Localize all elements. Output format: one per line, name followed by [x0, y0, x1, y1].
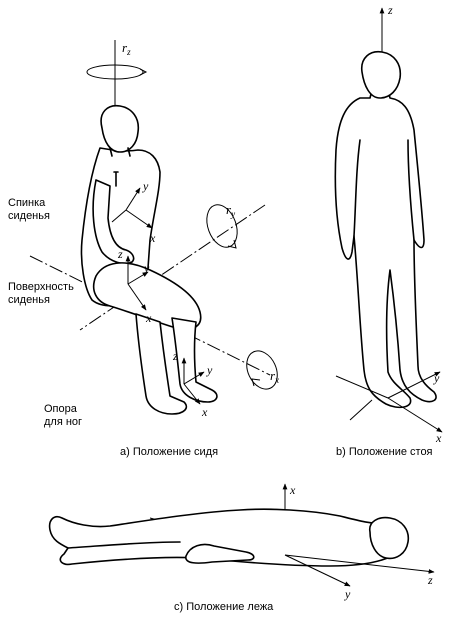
lying-figure: [48, 508, 410, 567]
sitting-arm: [92, 179, 135, 265]
ry-rotation-arrowhead: [227, 239, 237, 249]
lying-caption: c) Положение лежа: [174, 601, 274, 613]
sitting-chest-mark: [113, 171, 119, 187]
seat-x-label: x: [145, 311, 152, 325]
lying-leg-line: [67, 541, 181, 549]
panel-standing: z y x b) Положение стоя: [334, 3, 443, 458]
standing-z-label: z: [387, 3, 393, 17]
standing-arm-line: [353, 139, 415, 241]
standing-figure: [334, 50, 437, 409]
foot-x-label: x: [201, 405, 208, 419]
lying-head: [368, 516, 410, 560]
back-dashdot-line: [79, 204, 266, 331]
seat-surface-label: Поверхность сиденья: [8, 281, 77, 306]
lying-x-label: x: [289, 483, 296, 497]
back-x-label: x: [149, 231, 156, 245]
sitting-lower-leg-front: [171, 317, 218, 403]
standing-body: [334, 89, 437, 409]
standing-caption: b) Положение стоя: [336, 446, 433, 458]
lying-y-axis: [284, 554, 351, 587]
rz-rotation-arrow: [86, 64, 144, 80]
lying-z-axis: [284, 554, 435, 574]
foot-rest-label: Опора для ног: [44, 403, 82, 428]
sitting-head: [100, 104, 140, 153]
panel-lying: x y z c) Положение лежа: [48, 483, 435, 613]
sitting-neck: [109, 147, 131, 157]
lying-hands: [185, 543, 255, 564]
sitting-figure: [80, 104, 218, 415]
standing-head: [360, 50, 402, 99]
rx-rotation-arrowhead: [251, 378, 261, 387]
standing-ground-line-a: [335, 375, 389, 399]
rx-rotation-arrow: [246, 350, 278, 390]
standing-x-axis: [387, 397, 443, 433]
sitting-lower-leg-back: [135, 313, 188, 415]
ry-label: ry: [226, 202, 235, 219]
lying-z-label: z: [427, 573, 433, 587]
standing-x-label: x: [435, 431, 442, 445]
rx-label: rx: [270, 368, 279, 385]
sitting-caption: a) Положение сидя: [120, 446, 218, 458]
standing-y-label: y: [433, 371, 440, 385]
rz-label: rz: [122, 40, 131, 57]
panel-sitting: rz y x: [8, 40, 279, 458]
seat-z-label: z: [117, 247, 123, 261]
back-axes: y x: [111, 179, 156, 245]
foot-axes: z y x: [172, 349, 213, 419]
rz-rotation-arrowhead: [139, 68, 148, 76]
standing-y-axis: [387, 371, 441, 399]
back-y-label: y: [142, 179, 149, 193]
seat-axes: z y x: [117, 247, 152, 325]
seat-back-label: Спинка сиденья: [8, 197, 50, 222]
foot-z-label: z: [172, 349, 178, 363]
foot-y-label: y: [206, 363, 213, 377]
lying-y-label: y: [344, 587, 351, 601]
standing-ground-line-b: [349, 399, 373, 421]
seat-y-label: y: [143, 261, 150, 275]
